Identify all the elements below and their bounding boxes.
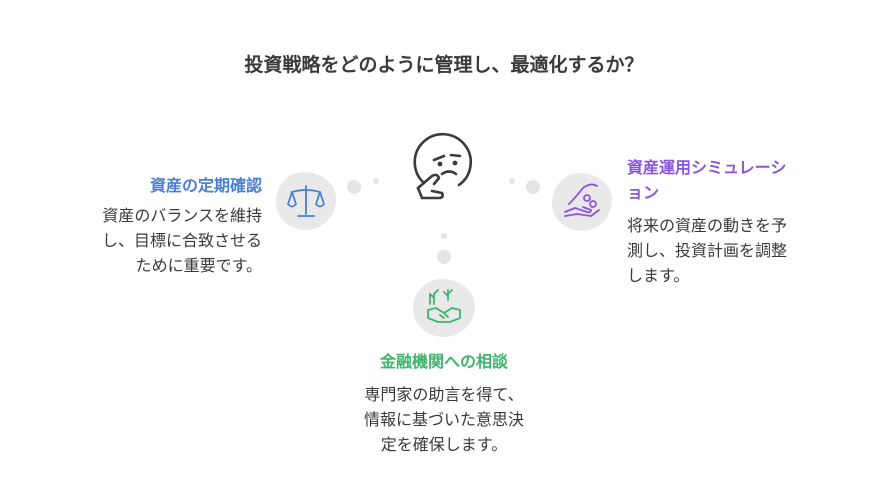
- description-line: 専門家の助言を得て、: [364, 385, 524, 404]
- node-description-consult-advisor: 専門家の助言を得て、 情報に基づいた意思決 定を確保します。: [314, 382, 574, 457]
- node-description-simulation: 将来の資産の動きを予 測し、投資計画を調整 します。: [627, 213, 787, 288]
- description-line: 測し、投資計画を調整: [627, 241, 788, 260]
- description-line: ために重要です。: [135, 256, 262, 275]
- simulation-icon-background: [552, 173, 612, 231]
- thinking-face-icon: [413, 132, 473, 200]
- node-heading-consult-advisor: 金融機関への相談: [379, 352, 508, 371]
- node-heading-asset-review: 資産の定期確認: [149, 176, 262, 195]
- node-heading-simulation: 資産運用シミュレーシ ョン: [627, 155, 786, 205]
- connector-dot: [509, 178, 515, 184]
- heading-line: ョン: [627, 183, 660, 202]
- description-line: 情報に基づいた意思決: [363, 410, 524, 429]
- connector-dot: [347, 180, 361, 194]
- description-line: 定を確保します。: [380, 435, 508, 454]
- description-line: し、目標に合致させる: [101, 231, 262, 250]
- node-description-asset-review: 資産のバランスを維持 し、目標に合致させる ために重要です。: [102, 203, 262, 278]
- diagram-title: 投資戦略をどのように管理し、最適化するか？: [244, 54, 644, 76]
- description-line: します。: [627, 266, 690, 285]
- description-line: 資産のバランスを維持: [102, 206, 262, 225]
- connector-dot: [441, 233, 447, 239]
- handshake-icon-background: [413, 279, 475, 337]
- balance-scale-icon: [287, 185, 325, 217]
- connector-dot: [373, 178, 379, 184]
- heading-line: 資産運用シミュレーシ: [627, 158, 787, 177]
- connector-dot: [526, 180, 540, 194]
- connector-dot: [437, 250, 451, 264]
- hand-coins-icon: [564, 183, 600, 217]
- description-line: 将来の資産の動きを予: [627, 216, 788, 235]
- handshake-icon: [427, 289, 461, 323]
